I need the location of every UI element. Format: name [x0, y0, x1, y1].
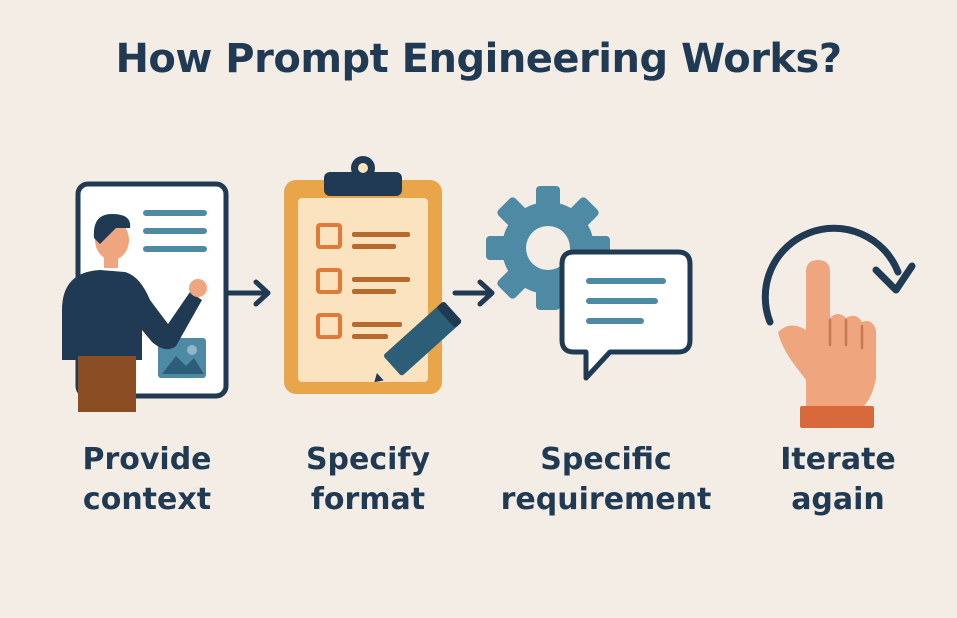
- person-presenting-icon: [62, 181, 229, 412]
- cycle-hand-icon: [761, 224, 916, 428]
- step-label-iterate-again: Iterate again: [780, 442, 896, 517]
- step-label-specific-requirement: Specific requirement: [500, 442, 712, 517]
- arrow-2-icon: [452, 279, 495, 307]
- page-title: How Prompt Engineering Works?: [115, 36, 842, 82]
- step-label-provide-context: Provide context: [82, 442, 212, 517]
- gear-chat-icon: [486, 186, 693, 381]
- step-label-specify-format: Specify format: [305, 442, 431, 517]
- arrow-1-icon: [225, 279, 271, 307]
- clipboard-checklist-icon: [284, 156, 462, 394]
